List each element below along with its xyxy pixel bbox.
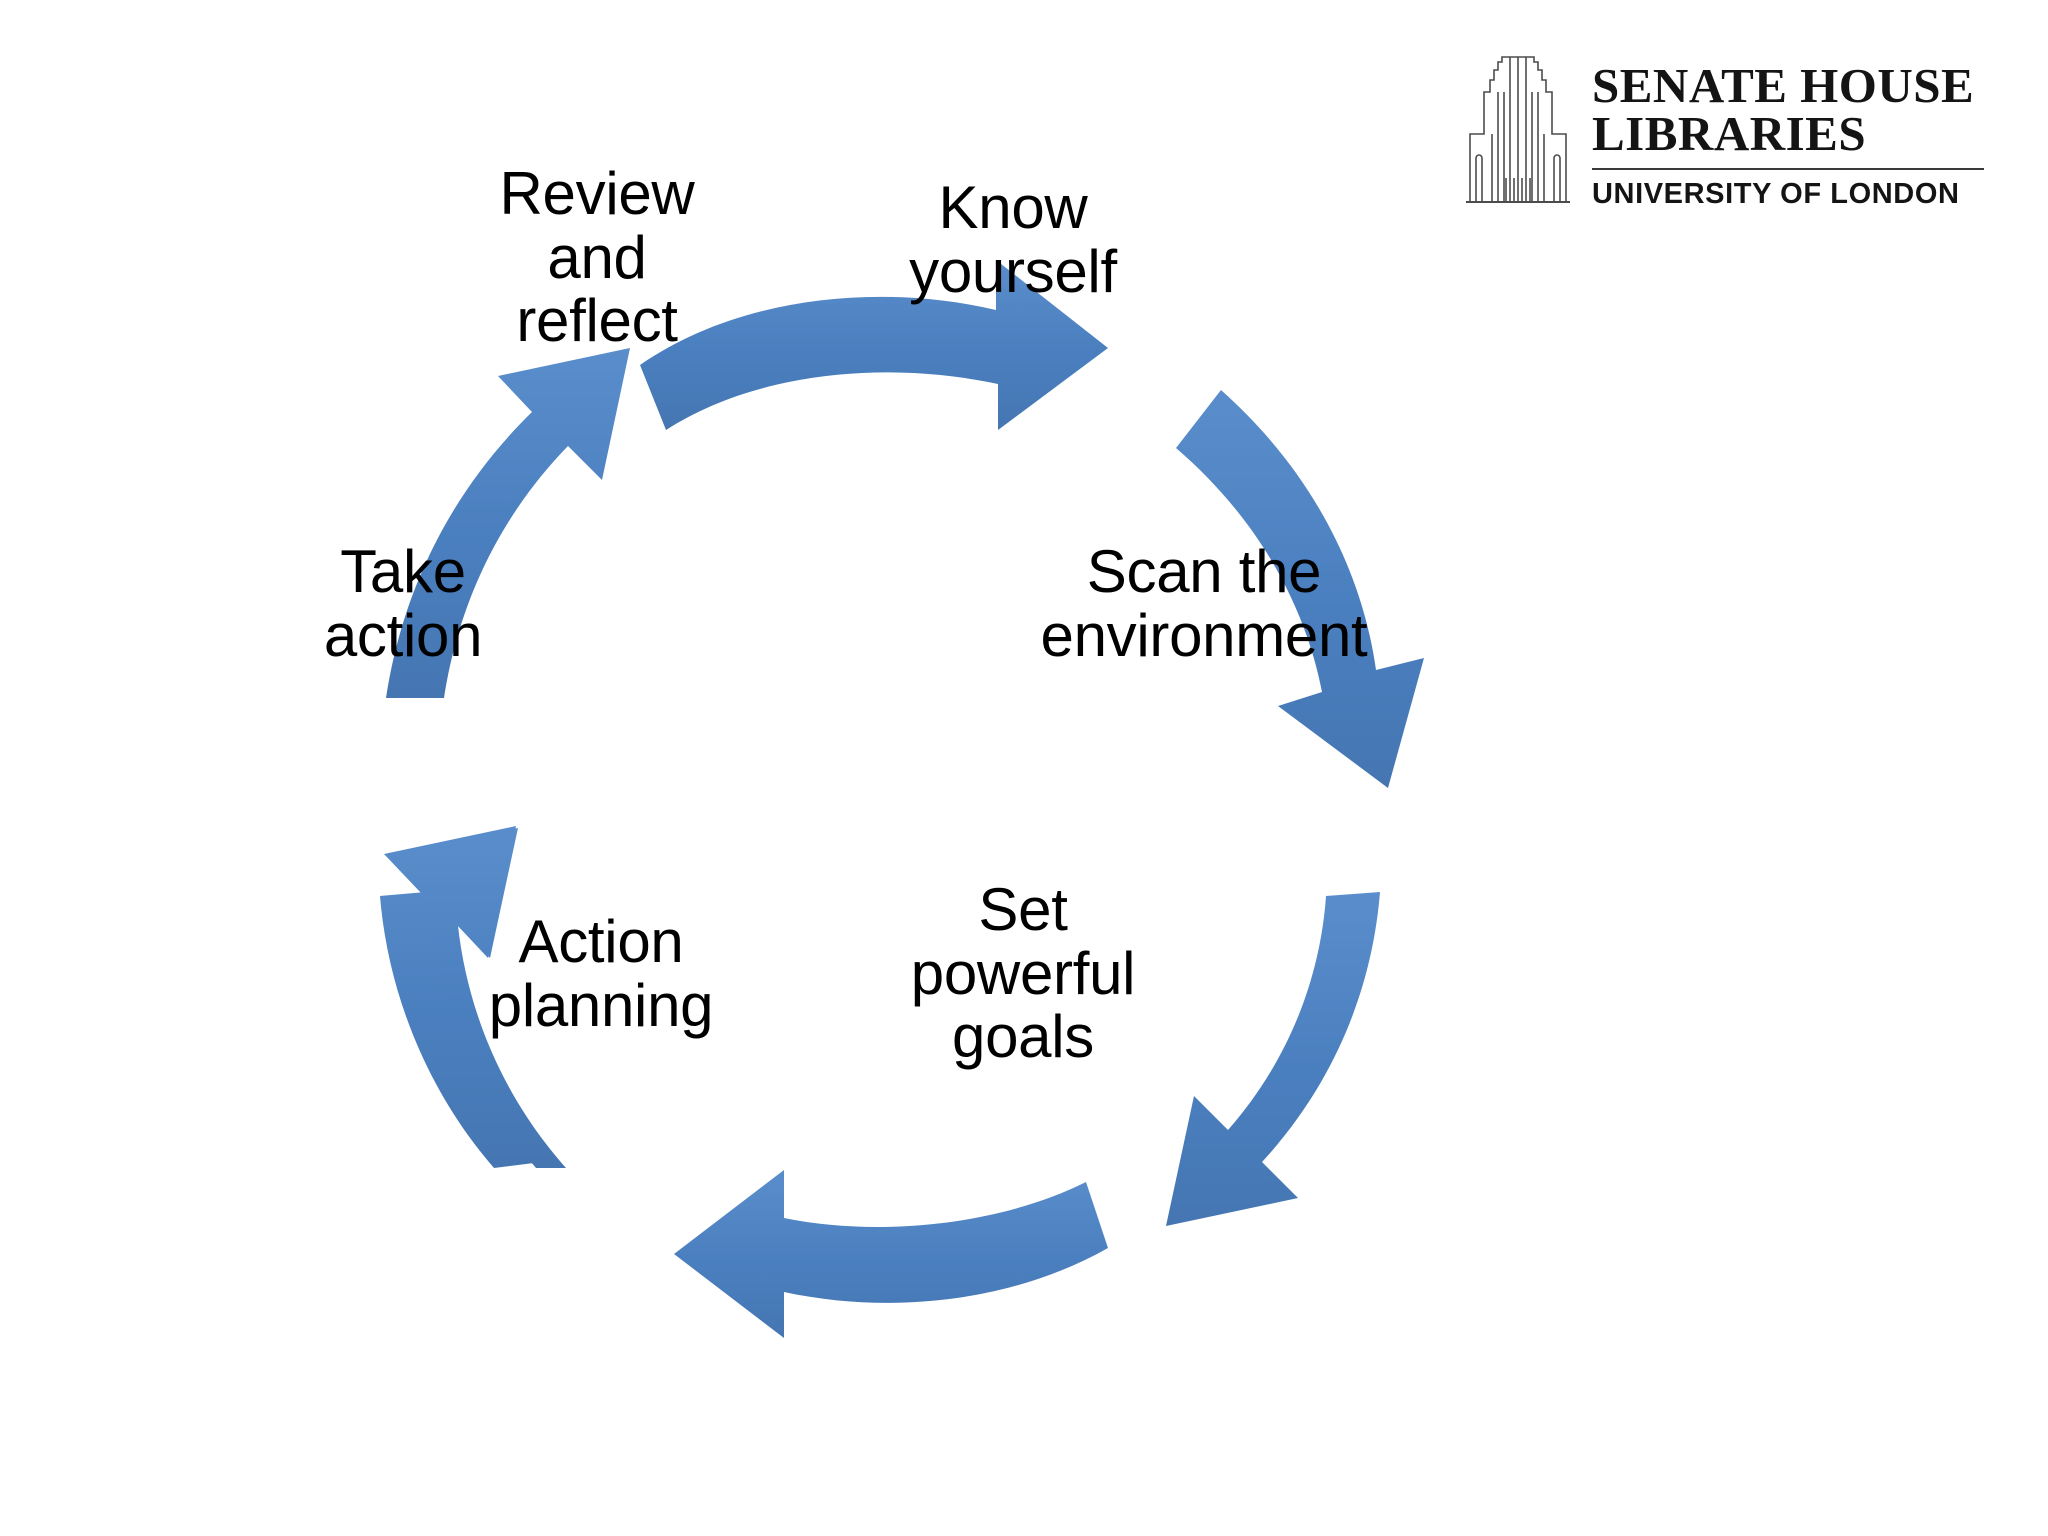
career-planning-cycle-diagram: Know yourself Scan the environment Set p… [236,140,1536,1440]
logo-subtitle: UNIVERSITY OF LONDON [1592,178,1960,211]
senate-house-building-icon [1462,46,1574,206]
cycle-step-review-and-reflect: Review and reflect [499,160,695,355]
arrow-know-to-scan [1176,390,1424,788]
logo-line-2: LIBRARIES [1592,106,1867,162]
cycle-step-action-planning: Action planning [488,908,714,1039]
cycle-step-know-yourself: Know yourself [909,174,1117,305]
arrow-review-to-know [640,260,1108,430]
arrow-take-to-review [386,348,630,698]
logo-divider-rule [1592,168,1984,171]
cycle-step-take-action: Take action [323,538,483,669]
cycle-step-set-powerful-goals: Set powerful goals [910,876,1136,1071]
arrow-goals-to-action [674,1170,1108,1338]
senate-house-libraries-logo: SENATE HOUSE LIBRARIES UNIVERSITY OF LON… [1462,46,1984,218]
logo-line-1: SENATE HOUSE [1592,58,1975,113]
arrow-action-to-take [380,826,566,1168]
arrow-scan-to-goals [1166,892,1380,1226]
logo-wordmark: SENATE HOUSE LIBRARIES UNIVERSITY OF LON… [1592,46,1984,211]
cycle-step-scan-environment: Scan the environment [1040,538,1368,669]
